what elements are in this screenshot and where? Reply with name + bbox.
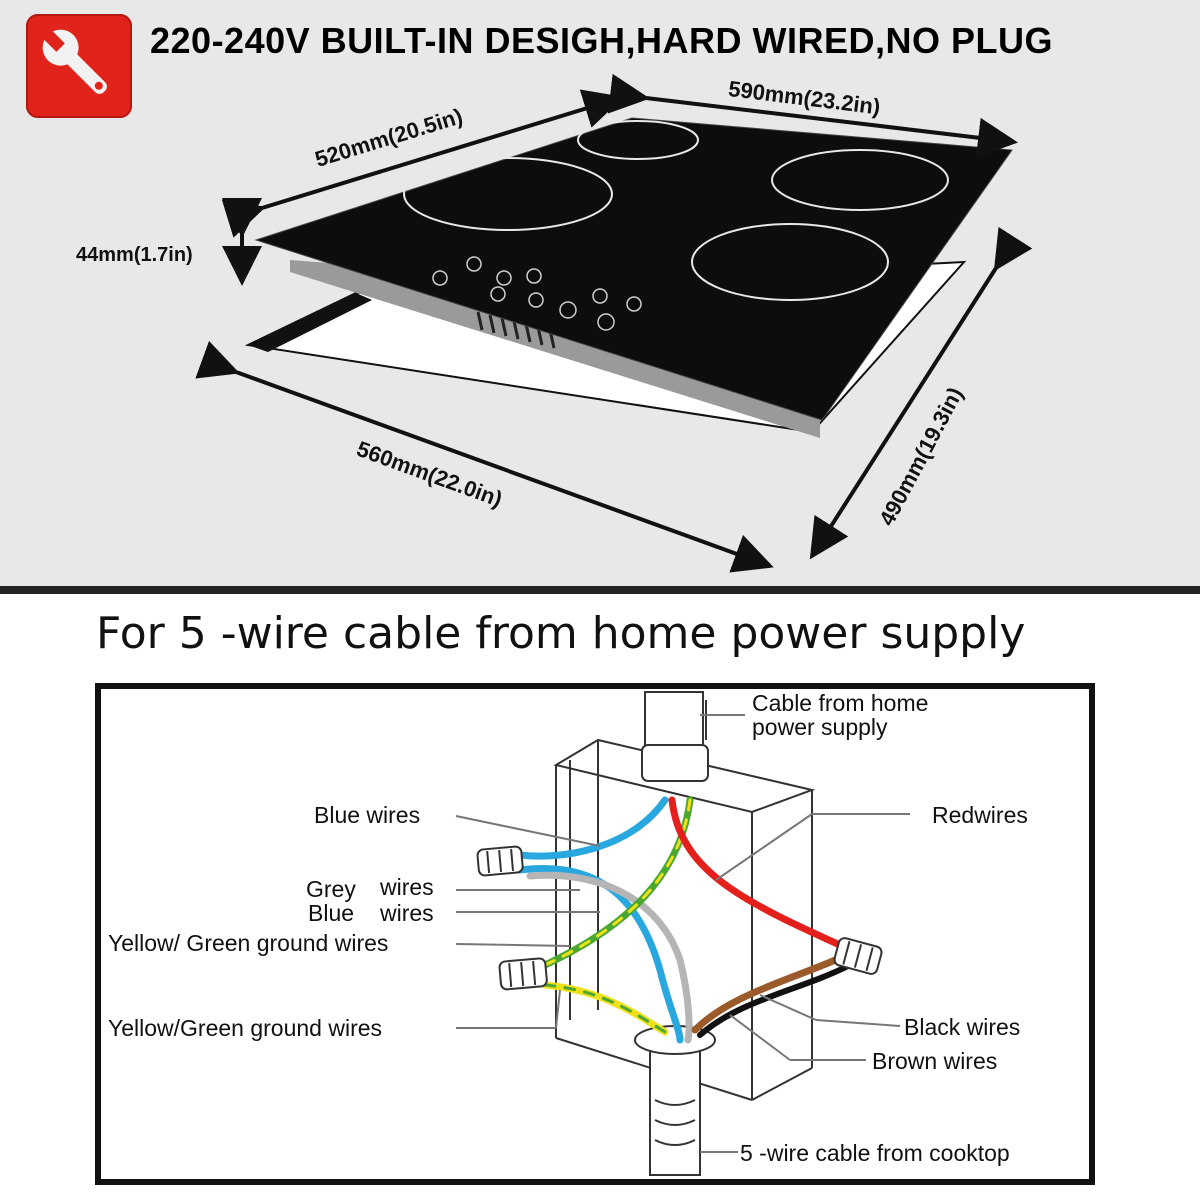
red-wires-label: Redwires xyxy=(932,802,1028,828)
page-title: 220-240V BUILT-IN DESIGH,HARD WIRED,NO P… xyxy=(150,20,1053,61)
cable-home-label-1: Cable from home xyxy=(752,690,929,716)
brown-wires-label: Brown wires xyxy=(872,1048,998,1074)
red-wire xyxy=(668,796,844,949)
black-wires-label: Black wires xyxy=(904,1014,1021,1040)
section-divider xyxy=(0,586,1200,594)
diagram-frame xyxy=(95,683,1095,1185)
grey-wires-label: wires xyxy=(380,874,434,900)
blue2-wires-label: wires xyxy=(380,900,434,926)
blue-wires-label: Blue wires xyxy=(314,802,421,828)
wiring-title: For 5 -wire cable from home power supply xyxy=(96,608,1026,659)
vent-slots xyxy=(476,311,556,349)
yg-ground-label-1: Yellow/ Green ground wires xyxy=(108,930,389,956)
blue-wire-top xyxy=(516,796,669,860)
cutout-edge xyxy=(248,293,372,352)
green-stripe xyxy=(543,983,667,1034)
dimension-arrows xyxy=(195,73,1033,573)
yg-ground-label-2: Yellow/Green ground wires xyxy=(108,1015,383,1041)
touch-controls xyxy=(432,256,642,331)
black-wire xyxy=(697,963,851,1038)
blue2-label: Blue xyxy=(308,900,355,926)
cooktop-cable-label: 5 -wire cable from cooktop xyxy=(740,1140,1010,1166)
brown-wire xyxy=(691,954,844,1034)
grey-label: Grey xyxy=(306,876,356,902)
cable-home-label-2: power supply xyxy=(752,714,888,740)
yellow-stripe xyxy=(543,798,692,967)
blue-wire xyxy=(516,865,684,1044)
yellow-wire xyxy=(541,981,669,1036)
grey-wire xyxy=(526,871,693,1044)
top-conduit xyxy=(641,691,709,782)
wire-connectors xyxy=(476,845,883,991)
wrench-icon xyxy=(42,29,107,94)
wrench-icon-box xyxy=(26,14,132,118)
height-label: 44mm(1.7in) xyxy=(76,244,193,266)
wires xyxy=(516,796,851,1044)
cooktop-drawing xyxy=(195,73,1033,573)
wiring-diagram-panel xyxy=(0,594,1200,1200)
leader-lines xyxy=(455,714,910,1153)
